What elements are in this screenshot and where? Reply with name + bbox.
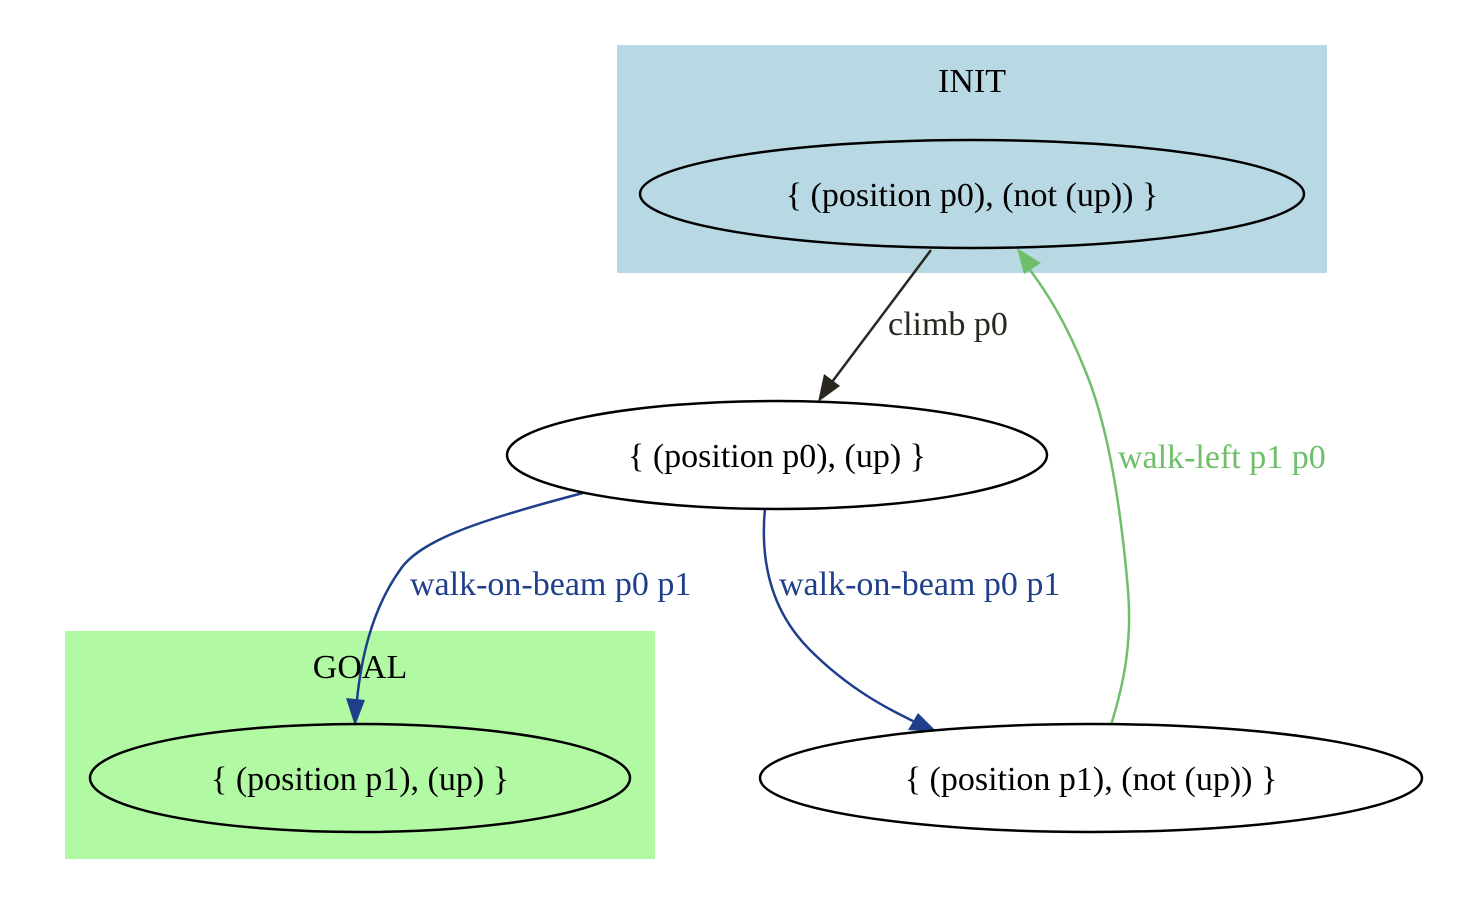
edge-walk-on-beam-goal-line [355,491,584,701]
node-goal-state-label: { (position p1), (up) } [211,761,509,798]
node-p1-down-state: { (position p1), (not (up)) } [758,722,1424,834]
edge-climb: climb p0 [818,249,1008,402]
goal-cluster-box [65,631,655,859]
edge-walk-on-beam-p1-line [762,507,916,724]
goal-cluster: GOAL [65,631,655,859]
init-cluster: INIT [617,45,1327,273]
node-goal-state-ellipse [88,722,632,834]
edge-walk-left: walk-left p1 p0 [1017,248,1326,726]
node-init-state-ellipse [638,138,1306,250]
edge-walk-on-beam-p1: walk-on-beam p0 p1 [762,507,1060,732]
node-up-state: { (position p0), (up) } [505,399,1049,511]
edge-walk-on-beam-goal: walk-on-beam p0 p1 [346,491,691,726]
edge-walk-on-beam-goal-arrowhead [346,698,365,726]
init-cluster-box [617,45,1327,273]
node-goal-state: { (position p1), (up) } [88,722,632,834]
node-p1-down-state-ellipse [758,722,1424,834]
node-init-state-label: { (position p0), (not (up)) } [786,177,1159,214]
node-up-state-ellipse [505,399,1049,511]
edge-climb-label: climb p0 [888,306,1008,343]
edge-walk-on-beam-goal-label: walk-on-beam p0 p1 [410,566,691,603]
edge-walk-left-label: walk-left p1 p0 [1118,439,1326,476]
node-p1-down-state-label: { (position p1), (not (up)) } [905,761,1278,798]
init-cluster-label: INIT [938,63,1006,100]
node-up-state-label: { (position p0), (up) } [628,438,926,475]
edge-climb-arrowhead [818,374,840,402]
edge-walk-left-line [1028,269,1131,726]
edge-climb-line [831,249,932,383]
node-init-state: { (position p0), (not (up)) } [638,138,1306,250]
edge-walk-left-arrowhead [1017,248,1041,274]
edge-walk-on-beam-p1-arrowhead [908,713,937,732]
edge-walk-on-beam-p1-label: walk-on-beam p0 p1 [779,566,1060,603]
